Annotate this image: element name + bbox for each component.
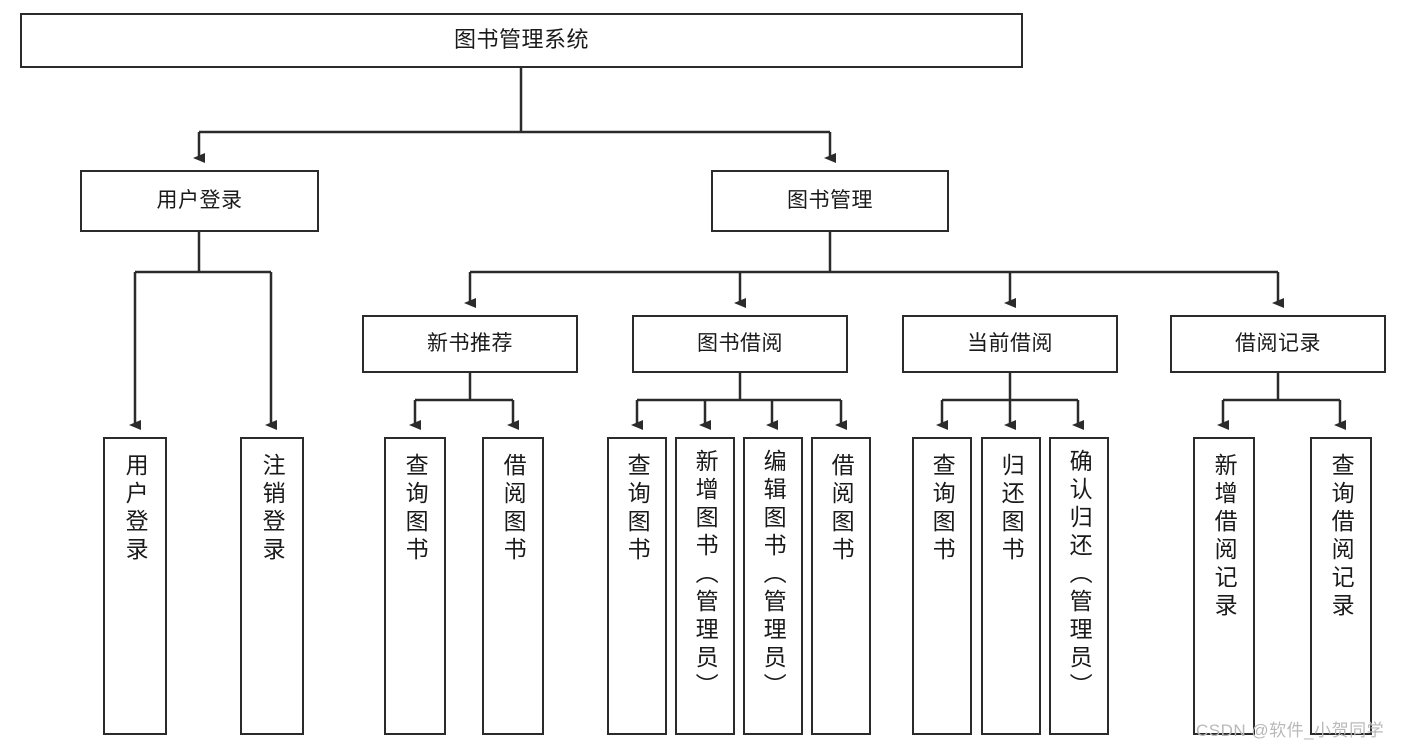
node-new-book-recommend[interactable]: 新书推荐 bbox=[362, 315, 578, 373]
node-label: 新增图书（管理员） bbox=[692, 449, 719, 701]
leaf-return-book[interactable]: 归还图书 bbox=[981, 437, 1041, 735]
node-label: 归还图书 bbox=[998, 453, 1025, 565]
node-label: 查询图书 bbox=[929, 453, 956, 565]
node-label: 借阅记录 bbox=[1235, 332, 1321, 356]
node-borrow-record[interactable]: 借阅记录 bbox=[1170, 315, 1386, 373]
node-label: 图书管理系统 bbox=[453, 27, 589, 53]
leaf-query-book-current[interactable]: 查询图书 bbox=[912, 437, 972, 735]
node-label: 新书推荐 bbox=[427, 332, 513, 356]
leaf-confirm-return-admin[interactable]: 确认归还（管理员） bbox=[1049, 437, 1109, 735]
leaf-logout[interactable]: 注销登录 bbox=[240, 437, 304, 735]
leaf-borrow-book[interactable]: 借阅图书 bbox=[811, 437, 871, 735]
leaf-borrow-book-recommend[interactable]: 借阅图书 bbox=[482, 437, 544, 735]
node-label: 确认归还（管理员） bbox=[1066, 449, 1093, 701]
leaf-user-login[interactable]: 用户登录 bbox=[103, 437, 167, 735]
node-label: 查询图书 bbox=[624, 453, 651, 565]
leaf-query-book-recommend[interactable]: 查询图书 bbox=[384, 437, 446, 735]
node-label: 查询图书 bbox=[402, 453, 429, 565]
node-label: 用户登录 bbox=[122, 453, 149, 565]
watermark-text: CSDN @软件_小贺同学 bbox=[1196, 721, 1385, 740]
node-user-login[interactable]: 用户登录 bbox=[80, 170, 319, 232]
node-book-management[interactable]: 图书管理 bbox=[711, 170, 949, 232]
node-current-borrow[interactable]: 当前借阅 bbox=[902, 315, 1118, 373]
node-label: 用户登录 bbox=[156, 189, 243, 213]
node-label: 图书管理 bbox=[787, 189, 873, 213]
leaf-edit-book-admin[interactable]: 编辑图书（管理员） bbox=[743, 437, 803, 735]
node-root-system[interactable]: 图书管理系统 bbox=[20, 13, 1023, 68]
node-label: 注销登录 bbox=[259, 453, 286, 565]
leaf-add-book-admin[interactable]: 新增图书（管理员） bbox=[675, 437, 735, 735]
node-label: 借阅图书 bbox=[828, 453, 855, 565]
leaf-query-borrow-record[interactable]: 查询借阅记录 bbox=[1310, 437, 1372, 735]
leaf-add-borrow-record[interactable]: 新增借阅记录 bbox=[1193, 437, 1255, 735]
leaf-query-book-borrow[interactable]: 查询图书 bbox=[607, 437, 667, 735]
node-label: 当前借阅 bbox=[967, 332, 1053, 356]
node-label: 查询借阅记录 bbox=[1328, 453, 1355, 621]
node-label: 借阅图书 bbox=[500, 453, 527, 565]
node-label: 编辑图书（管理员） bbox=[760, 449, 787, 701]
node-label: 图书借阅 bbox=[697, 332, 783, 356]
node-book-borrow[interactable]: 图书借阅 bbox=[632, 315, 848, 373]
node-label: 新增借阅记录 bbox=[1211, 453, 1238, 621]
